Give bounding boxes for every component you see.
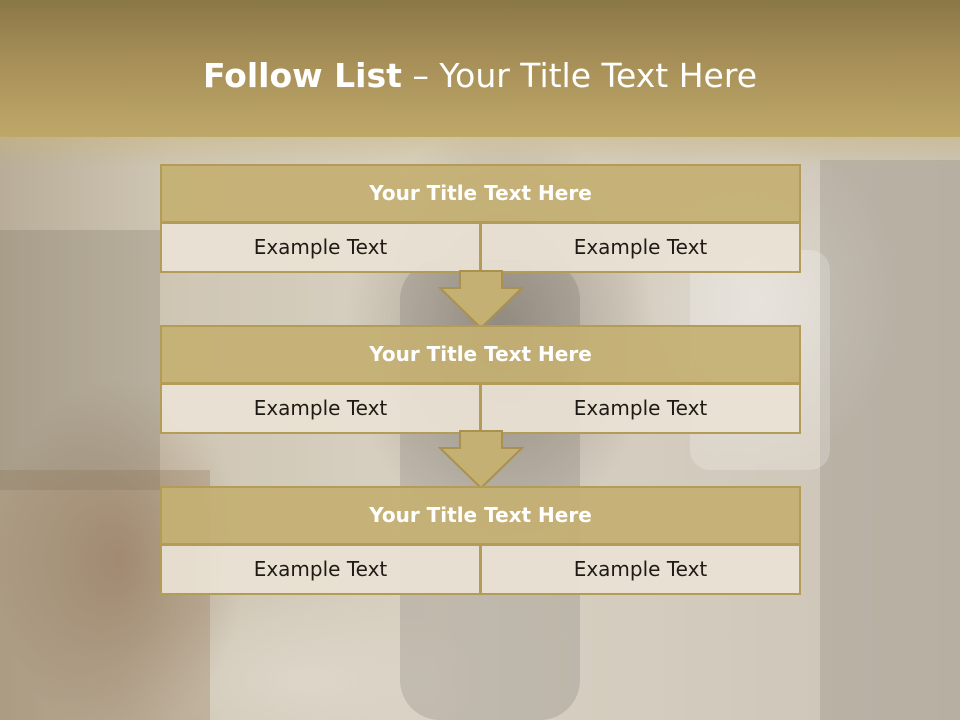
step-cell-right: Example Text <box>480 544 801 595</box>
background-shape <box>0 230 160 490</box>
step-title: Your Title Text Here <box>160 164 801 223</box>
slide-title-bold: Follow List <box>202 56 402 95</box>
down-arrow-icon <box>438 270 524 330</box>
step-cell-left: Example Text <box>160 383 481 434</box>
header-fade <box>0 137 960 167</box>
step-title: Your Title Text Here <box>160 486 801 545</box>
step-cell-left: Example Text <box>160 544 481 595</box>
header-band <box>0 0 960 137</box>
background-shape <box>820 160 960 720</box>
slide-title-separator: – <box>401 56 440 95</box>
step-cell-left: Example Text <box>160 222 481 273</box>
step-cell-right: Example Text <box>480 222 801 273</box>
slide-title-rest: Your Title Text Here <box>439 56 758 95</box>
step-cell-right: Example Text <box>480 383 801 434</box>
step-title: Your Title Text Here <box>160 325 801 384</box>
down-arrow-icon <box>438 430 524 490</box>
slide-title: Follow List – Your Title Text Here <box>0 52 960 100</box>
